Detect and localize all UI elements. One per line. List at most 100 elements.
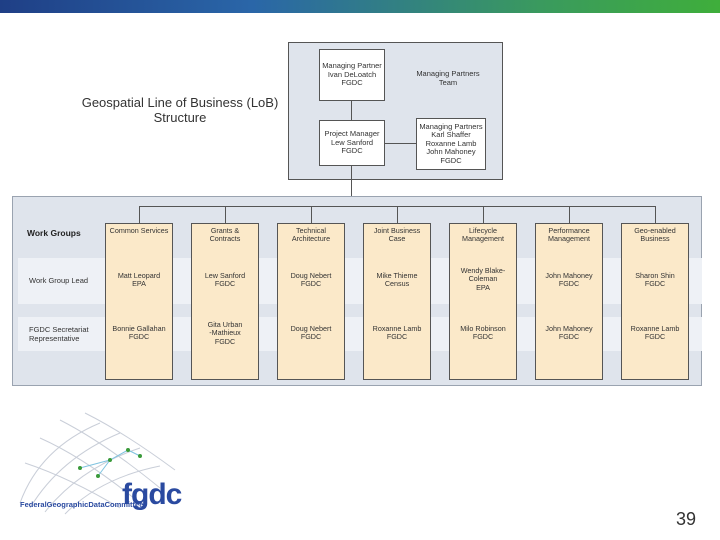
connector-line [483,206,484,223]
work-group-name: Technical Architecture [277,226,345,244]
work-group-name: Geo-enabled Business [621,226,689,244]
team-label-line-1: Managing Partners [416,69,480,78]
slide-title-line-2: Structure [153,110,207,125]
fgdc-globe-logo [19,412,176,515]
project-manager-org: FGDC [341,146,363,156]
work-group-column [621,223,689,380]
connector-line [225,206,226,223]
connector-line [139,206,140,223]
connector-line [351,166,352,206]
lead-name: Coleman [468,274,498,284]
work-group-column [277,223,345,380]
work-group-lead: John Mahoney FGDC [535,271,603,289]
work-group-name-line: Management [462,234,504,244]
lead-name: Sharon Shin [635,271,675,280]
project-manager-name: Lew Sanford [330,137,374,147]
slide-title-line-1: Geospatial Line of Business (LoB) [81,95,279,110]
work-group-column [191,223,259,380]
work-group-name-line: Lifecycle [469,226,497,235]
work-groups-label: Work Groups [27,228,81,238]
header-gradient-bar [0,0,720,13]
lead-org: EPA [476,282,490,292]
project-manager-role: Project Manager [324,129,380,139]
work-group-name-line: Geo-enabled [634,226,676,235]
work-group-name: Performance Management [535,226,603,244]
lead-name: John Mahoney [545,271,593,280]
work-group-name: Grants & Contracts [191,226,259,244]
secretariat-label-line-2: Representative [29,334,80,343]
managing-partners-box: Managing Partners Karl Shaffer Roxanne L… [416,118,486,170]
work-group-name: Joint Business Case [363,226,431,244]
lead-org: FGDC [214,279,236,289]
secretariat-org: FGDC [644,332,666,342]
work-group-name-line: Grants & [210,226,240,235]
connector-line [311,206,312,223]
secretariat-org: FGDC [386,332,408,342]
partner-name-2: Roxanne Lamb [425,138,477,148]
lead-name: Lew Sanford [204,271,246,280]
work-group-column [535,223,603,380]
work-group-lead: Doug Nebert FGDC [277,271,345,289]
partners-org: FGDC [440,155,462,165]
work-group-column [363,223,431,380]
work-group-lead: Matt Leopard EPA [105,271,173,289]
secretariat-name: Doug Nebert [290,324,332,333]
work-group-lead: Lew Sanford FGDC [191,271,259,289]
managing-partner-name: Ivan DeLoatch [327,69,377,79]
lead-name: Mike Thieme [376,271,418,280]
secretariat-org: FGDC [472,332,494,342]
work-group-name-line: Performance [548,226,590,235]
secretariat-org: FGDC [300,332,322,342]
work-group-lead-label: Work Group Lead [29,276,89,285]
secretariat-org: FGDC [558,332,580,342]
work-group-secretariat: John Mahoney FGDC [535,324,603,342]
lead-name: Doug Nebert [290,271,332,280]
slide-title: Geospatial Line of Business (LoB) Struct… [30,95,330,125]
secretariat-name: Milo Robinson [460,324,506,333]
secretariat-label: FGDC Secretariat Representative [29,325,89,343]
lead-name: Wendy Blake- [460,266,506,275]
work-group-secretariat: Milo Robinson FGDC [449,324,517,342]
work-group-lead: Wendy Blake- Coleman EPA [449,266,517,292]
connector-line [655,206,656,223]
lead-name: Matt Leopard [117,271,161,280]
work-group-lead: Mike Thieme Census [363,271,431,289]
work-group-name-line: Contracts [209,234,241,244]
project-manager-box: Project Manager Lew Sanford FGDC [319,120,385,166]
work-group-name: Lifecycle Management [449,226,517,244]
team-label-line-2: Team [438,77,458,87]
connector-line [351,101,352,120]
work-group-lead: Sharon Shin FGDC [621,271,689,289]
lead-org: Census [384,279,410,289]
work-group-name-line: Case [388,234,406,244]
work-group-name-line: Architecture [291,234,331,244]
partners-title: Managing Partners [419,121,483,131]
work-group-name-line: Common Services [109,226,169,235]
work-group-secretariat: Gita Urban -Mathieux FGDC [191,320,259,346]
connector-line [397,206,398,223]
connector-line [569,206,570,223]
secretariat-name: -Mathieux [209,328,241,338]
secretariat-name: Bonnie Gallahan [112,324,166,333]
lead-org: FGDC [644,279,666,289]
secretariat-name: John Mahoney [545,324,593,333]
secretariat-org: FGDC [128,332,150,342]
work-group-secretariat: Roxanne Lamb FGDC [621,324,689,342]
work-group-name: Common Services [105,226,173,235]
work-group-name-line: Technical [296,226,326,235]
managing-partner-box: Managing Partner Ivan DeLoatch FGDC [319,49,385,101]
partner-name-3: John Mahoney [426,147,476,157]
page-number: 39 [676,509,697,529]
secretariat-name: Roxanne Lamb [630,324,680,333]
managing-partners-team-label: Managing Partners Team [408,69,488,87]
fgdc-logo-mark: fgdc [122,478,182,511]
work-group-name-line: Joint Business [373,226,421,235]
secretariat-name: Gita Urban [207,320,243,329]
managing-partner-org: FGDC [341,78,363,88]
secretariat-name: Roxanne Lamb [372,324,422,333]
lead-org: FGDC [558,279,580,289]
work-group-secretariat: Bonnie Gallahan FGDC [105,324,173,342]
work-group-column [449,223,517,380]
work-group-name-line: Management [548,234,590,244]
work-group-column [105,223,173,380]
